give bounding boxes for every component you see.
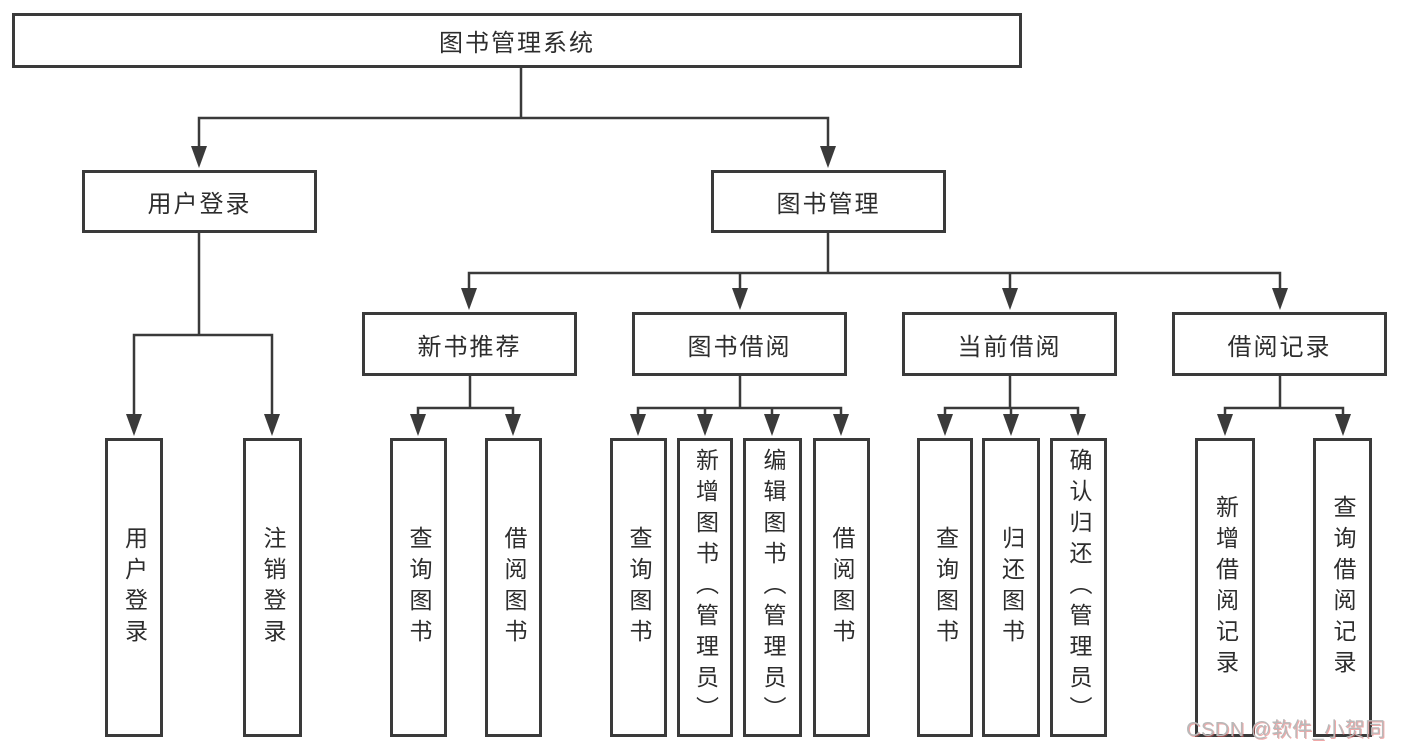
edges-book-management-children <box>467 231 1282 292</box>
node-book-management: 图书管理 <box>711 170 946 233</box>
watermark: CSDN @软件_小贺同学 <box>1186 719 1386 741</box>
node-current-borrowing: 当前借阅 <box>902 312 1117 376</box>
node-borrowing-records: 借阅记录 <box>1172 312 1387 376</box>
node-logout-action: 注销登录 <box>243 438 302 737</box>
edges-new-book-children <box>416 374 515 418</box>
edges-user-login-children <box>132 231 274 418</box>
node-return-books: 归还图书 <box>982 438 1040 737</box>
node-confirm-return-admin: 确认归还（管理员） <box>1050 438 1107 737</box>
node-root: 图书管理系统 <box>12 13 1022 68</box>
node-add-borrow-record: 新增借阅记录 <box>1195 438 1255 737</box>
edges-record-children <box>1223 374 1345 418</box>
edges-root-to-level2 <box>197 66 830 150</box>
node-recommend-borrow-books: 借阅图书 <box>485 438 542 737</box>
node-book-borrowing: 图书借阅 <box>632 312 847 376</box>
edges-current-borrow-children <box>943 374 1080 418</box>
node-query-borrow-record: 查询借阅记录 <box>1313 438 1372 737</box>
node-borrow-books: 借阅图书 <box>813 438 870 737</box>
node-current-query-books: 查询图书 <box>917 438 973 737</box>
node-edit-books-admin: 编辑图书（管理员） <box>743 438 802 737</box>
node-user-login: 用户登录 <box>82 170 317 233</box>
edges-book-borrow-children <box>636 374 843 418</box>
node-user-login-action: 用户登录 <box>105 438 163 737</box>
arrowheads <box>126 146 1351 436</box>
node-borrow-query-books: 查询图书 <box>610 438 667 737</box>
node-new-book-recommend: 新书推荐 <box>362 312 577 376</box>
node-add-books-admin: 新增图书（管理员） <box>677 438 733 737</box>
node-recommend-query-books: 查询图书 <box>390 438 447 737</box>
